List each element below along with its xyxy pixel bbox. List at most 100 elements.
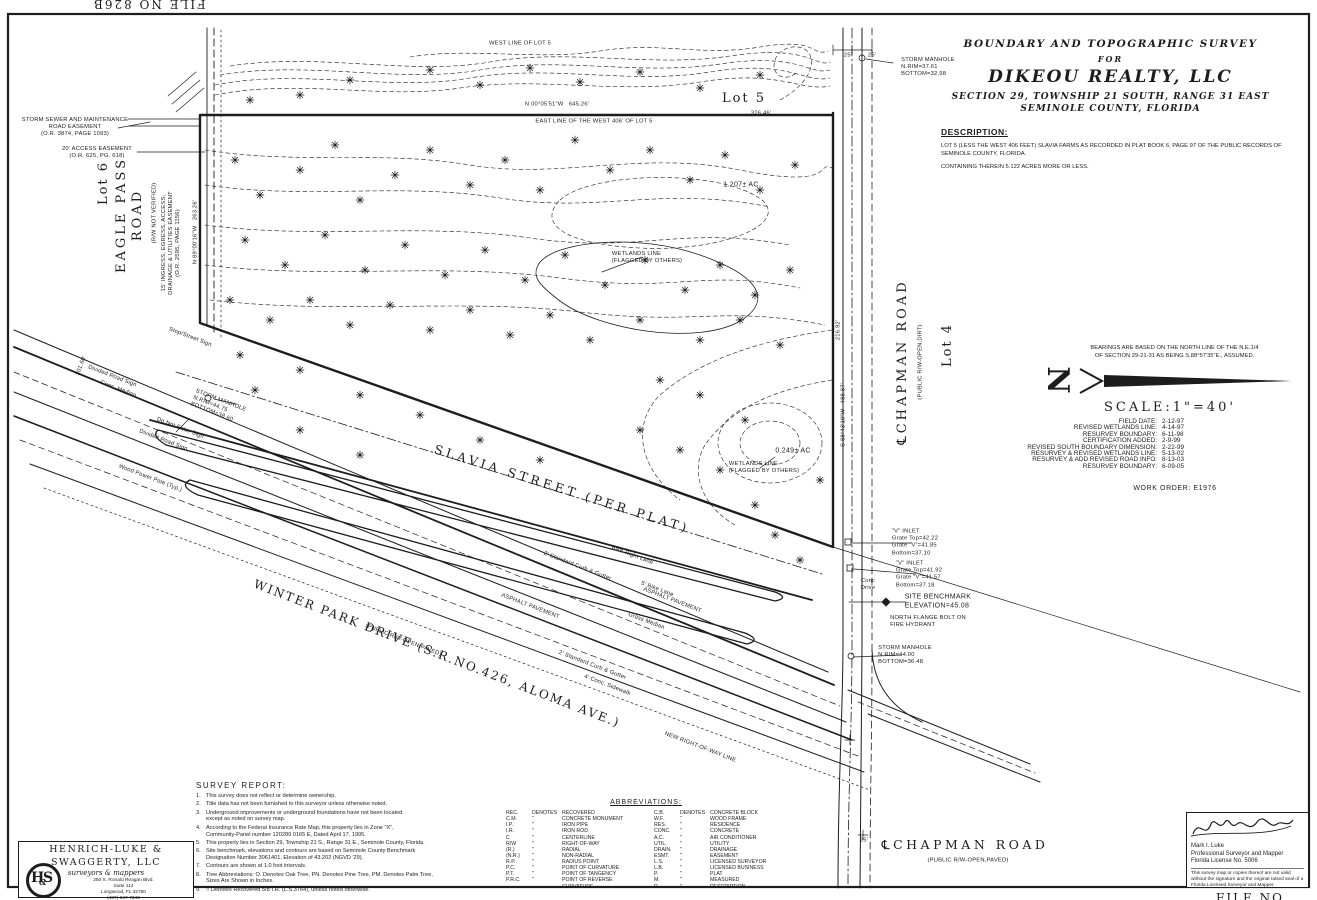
survey-report-item-text: This property lies in Section 29, Townsh… bbox=[206, 839, 425, 846]
v-inlet-note-1: "V" INLET Grate Top=42.22 Grate "V"=41.8… bbox=[891, 528, 939, 557]
abbreviation-meaning: POINT OF TANGENCY bbox=[562, 871, 617, 878]
survey-report-item-text: This survey does not reflect or determin… bbox=[206, 793, 336, 799]
abbreviation-row: (R.)"RADIAL bbox=[506, 847, 638, 853]
surveyor-license: Florida License No. 5006 bbox=[1191, 858, 1258, 864]
abbreviation-term: ESMT. bbox=[654, 852, 670, 859]
abbreviation-meaning: WOOD FRAME bbox=[710, 816, 747, 823]
description-heading: DESCRIPTION: bbox=[941, 127, 1008, 137]
stop-sign-note: Stop/Street Sign bbox=[167, 326, 213, 349]
revision-row: REVISED WETLANDS LINE: 4-14-97 bbox=[958, 424, 1214, 432]
tree-symbol bbox=[585, 335, 595, 345]
benchmark-detail-note: NORTH FLANGE BOLT ON FIRE HYDRANT bbox=[890, 614, 966, 628]
revision-label: CERTIFICATION ADDED: bbox=[1083, 437, 1157, 445]
east-line-note: EAST LINE OF THE WEST 406' OF LOT 5 bbox=[535, 118, 653, 125]
tree-symbol bbox=[355, 390, 365, 400]
revision-label: REVISED WETLANDS LINE: bbox=[1073, 424, 1157, 432]
surveyor-title: Professional Surveyor and Mapper bbox=[1191, 850, 1284, 857]
tree-symbol bbox=[795, 555, 805, 565]
abbreviation-meaning: RECOVERED bbox=[562, 810, 595, 816]
tree-symbol bbox=[695, 83, 705, 93]
certification-box: Mark I. Luke Professional Surveyor and M… bbox=[1186, 812, 1309, 888]
company-name-line2: SWAGGERTY, LLC bbox=[50, 857, 162, 868]
survey-report-item: 6.Site benchmark, elevations and contour… bbox=[196, 848, 508, 862]
abbreviation-term: (R.) bbox=[506, 846, 515, 853]
conc-drive-note: Conc Drive bbox=[860, 577, 876, 591]
site-benchmark-note: SITE BENCHMARK ELEVATION=45.08 bbox=[904, 593, 972, 609]
client-name: DIKEOU REALTY, LLC bbox=[988, 67, 1233, 87]
tree-symbol bbox=[320, 230, 330, 240]
revision-date: 4-14-97 bbox=[1162, 424, 1185, 432]
curb-gutter-note-1: 2' Standard Curb & Gutter bbox=[542, 550, 612, 583]
survey-report-item: 4.According to the Federal Insurance Rat… bbox=[196, 825, 508, 839]
description-acreage: CONTAINING THEREIN 5.122 ACRES MORE OR L… bbox=[941, 164, 1089, 171]
tree-symbol bbox=[635, 315, 645, 325]
abbreviation-meaning: IRON PIPE bbox=[562, 822, 589, 829]
eagle-pass-road-label: EAGLE PASS ROAD bbox=[113, 156, 145, 274]
abbreviation-meaning: RESIDENCE bbox=[710, 822, 741, 829]
revision-date: 2-12-97 bbox=[1162, 418, 1185, 425]
abbreviation-meaning: DRAINAGE bbox=[710, 846, 738, 853]
survey-report-item: 9.○ Denotes Recovered 5/8"I.R. (L.S.3764… bbox=[196, 887, 508, 894]
tree-symbol bbox=[790, 160, 800, 170]
survey-report-item-text: Tree Abbreviations: O. Denotes Oak Tree,… bbox=[206, 871, 433, 885]
revision-date: 2-22-99 bbox=[1162, 443, 1185, 451]
tree-symbol bbox=[250, 385, 260, 395]
utility-symbols bbox=[204, 54, 891, 660]
surveyor-signature bbox=[1190, 818, 1294, 837]
abbreviation-meaning: AIR CONDITIONER bbox=[710, 834, 757, 841]
survey-report-item-number: 7. bbox=[196, 863, 201, 870]
abbreviation-term: L.S. bbox=[654, 859, 664, 865]
company-address-line: 250 S. Ronald Reagan Blvd. bbox=[93, 878, 154, 883]
eagle-pass-rw-note: (R/W NOT VERIFIED) bbox=[151, 182, 158, 244]
abbreviation-row: W.F."WOOD FRAME bbox=[654, 816, 786, 822]
eagle-pass-road-lines bbox=[167, 27, 222, 339]
chapman-road-lines bbox=[832, 27, 873, 889]
title-block: BOUNDARY AND TOPOGRAPHIC SURVEY FOR DIKE… bbox=[938, 38, 1283, 114]
abbreviation-meaning: EASEMENT bbox=[710, 852, 739, 859]
tree-symbol bbox=[535, 455, 545, 465]
abbreviation-denotes: " bbox=[532, 852, 534, 859]
company-tagline: surveyors & mappers bbox=[67, 869, 145, 877]
storm-sewer-easement-note: STORM SEWER AND MAINTENANCE ROAD EASEMEN… bbox=[21, 117, 129, 138]
surveyor-name: Mark I. Luke bbox=[1191, 843, 1225, 849]
bearing-note-line1: BEARINGS ARE BASED ON THE NORTH LINE OF … bbox=[1090, 345, 1259, 351]
wetlands-line-note-1: WETLANDS LINE (FLAGGED BY OTHERS) bbox=[611, 250, 683, 264]
tree-symbol bbox=[675, 445, 685, 455]
survey-report-item-number: 1. bbox=[196, 793, 201, 799]
tree-symbol bbox=[400, 240, 410, 250]
north-arrow: N bbox=[1040, 366, 1292, 394]
abbreviation-meaning: POINT OF REVERSE CURVATURE bbox=[562, 877, 613, 890]
abbreviation-term: REC. bbox=[506, 810, 519, 816]
abbreviation-row: DRAIN."DRAINAGE bbox=[654, 847, 786, 853]
north-boundary-bearing: N 00°05'51"W 645.26' bbox=[524, 101, 590, 108]
tree-symbol bbox=[500, 155, 510, 165]
tree-symbol bbox=[415, 410, 425, 420]
abbreviation-row: A.C."AIR CONDITIONER bbox=[654, 835, 786, 841]
storm-manhole-north-note: STORM MANHOLE N.RIM=37.61 BOTTOM=32.98 bbox=[901, 57, 955, 78]
tree-symbol bbox=[535, 185, 545, 195]
abbreviation-row: M."MEASURED bbox=[654, 877, 786, 883]
abbreviation-meaning: CENTERLINE bbox=[562, 834, 595, 841]
abbreviation-meaning: CONCRETE bbox=[710, 828, 740, 835]
tree-symbol bbox=[225, 295, 235, 305]
v-inlet-symbol-2 bbox=[846, 564, 854, 572]
abbreviation-meaning: PLAT bbox=[710, 871, 723, 878]
tree-symbol bbox=[305, 295, 315, 305]
survey-report-item-number: 3. bbox=[196, 809, 201, 816]
abbreviation-row: P."PLAT bbox=[654, 871, 786, 877]
abbreviation-row: P.T."POINT OF TANGENCY bbox=[506, 871, 638, 877]
tree-symbol bbox=[295, 90, 305, 100]
tree-symbols bbox=[225, 63, 825, 565]
abbreviation-term: C bbox=[506, 834, 510, 841]
tree-symbol bbox=[715, 260, 725, 270]
survey-report-items: 1. This survey does not reflect or determ… bbox=[196, 793, 508, 894]
wetland-area-2: 0.249± AC bbox=[775, 447, 811, 455]
survey-report-item-number: 6. bbox=[196, 848, 201, 855]
abbreviation-denotes: " bbox=[680, 883, 682, 890]
company-address-line: Longwood, FL 32750 bbox=[101, 889, 146, 895]
file-number-bottom: FILE NO 826B bbox=[1216, 891, 1284, 900]
lot-4-label: Lot 4 bbox=[939, 322, 955, 368]
dim-216: 216.92' bbox=[835, 319, 842, 341]
